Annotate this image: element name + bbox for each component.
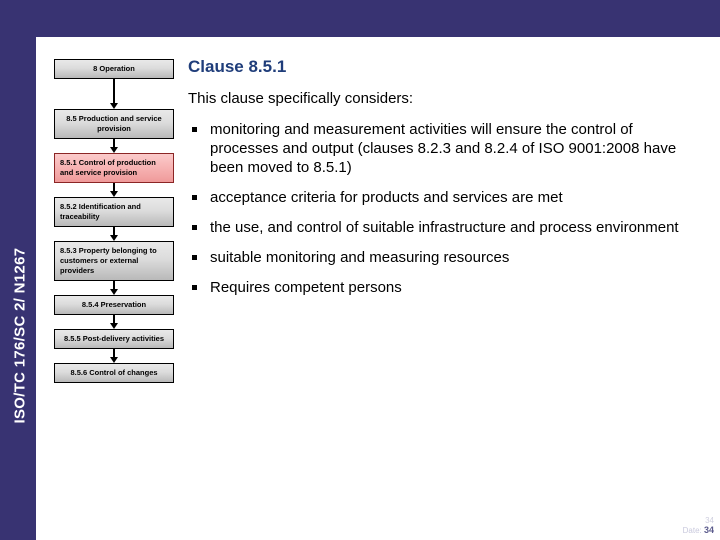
- flow-node-label: 8.5.1 Control of production and service …: [60, 158, 156, 177]
- list-item: the use, and control of suitable infrast…: [188, 218, 703, 237]
- slide-title: Clause 8.5.1: [188, 57, 287, 76]
- flow-node-8-5-1-control[interactable]: 8.5.1 Control of production and service …: [54, 153, 174, 183]
- list-item-text: the use, and control of suitable infrast…: [210, 219, 679, 236]
- list-item: acceptance criteria for products and ser…: [188, 188, 703, 207]
- flow-connector-arrow: [54, 349, 174, 363]
- slide-footer: 34 Date: 34: [683, 516, 714, 536]
- square-bullet-icon: [192, 255, 197, 260]
- flow-connector-arrow: [54, 79, 174, 109]
- flow-node-8-operation[interactable]: 8 Operation: [54, 59, 174, 79]
- flow-node-label: 8 Operation: [93, 64, 135, 73]
- footer-page-number: 34: [703, 525, 714, 535]
- list-item-text: acceptance criteria for products and ser…: [210, 189, 563, 206]
- list-item-text: Requires competent persons: [210, 279, 402, 296]
- flow-node-label: 8.5 Production and service provision: [66, 114, 162, 133]
- list-item: monitoring and measurement activities wi…: [188, 120, 703, 177]
- flow-node-8-5-5-post-delivery[interactable]: 8.5.5 Post-delivery activities: [54, 329, 174, 349]
- square-bullet-icon: [192, 285, 197, 290]
- list-item-text: suitable monitoring and measuring resour…: [210, 249, 510, 266]
- flow-node-8-5-4-preservation[interactable]: 8.5.4 Preservation: [54, 295, 174, 315]
- square-bullet-icon: [192, 127, 197, 132]
- square-bullet-icon: [192, 225, 197, 230]
- list-item-text: monitoring and measurement activities wi…: [210, 121, 677, 176]
- flow-node-label: 8.5.5 Post-delivery activities: [63, 334, 165, 343]
- flow-connector-arrow: [54, 139, 174, 153]
- flow-node-8-5-production[interactable]: 8.5 Production and service provision: [54, 109, 174, 139]
- flow-connector-arrow: [54, 227, 174, 241]
- side-band: ISO/TC 176/SC 2/ N1267: [0, 0, 36, 540]
- footer-page-number-faint: 34: [705, 516, 714, 525]
- footer-date-label: Date:: [682, 526, 702, 535]
- list-item: Requires competent persons: [188, 278, 703, 297]
- flow-node-label: 8.5.3 Property belonging to customers or…: [60, 246, 157, 275]
- flow-connector-arrow: [54, 183, 174, 197]
- flow-node-label: 8.5.2 Identification and traceability: [60, 202, 141, 221]
- footer-date-line: Date: 34: [683, 525, 714, 536]
- square-bullet-icon: [192, 195, 197, 200]
- slide-canvas: 8 Operation 8.5 Production and service p…: [36, 37, 720, 540]
- content-column: Clause 8.5.1 This clause specifically co…: [188, 57, 703, 308]
- slide-lead-text: This clause specifically considers:: [188, 90, 414, 107]
- flow-node-8-5-6-changes[interactable]: 8.5.6 Control of changes: [54, 363, 174, 383]
- flow-node-8-5-3-property[interactable]: 8.5.3 Property belonging to customers or…: [54, 241, 174, 281]
- bullet-list: monitoring and measurement activities wi…: [188, 120, 703, 297]
- flow-connector-arrow: [54, 315, 174, 329]
- process-flowchart: 8 Operation 8.5 Production and service p…: [54, 59, 174, 383]
- flow-connector-arrow: [54, 281, 174, 295]
- flow-node-label: 8.5.6 Control of changes: [70, 368, 158, 377]
- document-reference-label: ISO/TC 176/SC 2/ N1267: [11, 247, 29, 424]
- flow-node-label: 8.5.4 Preservation: [81, 300, 147, 309]
- list-item: suitable monitoring and measuring resour…: [188, 248, 703, 267]
- flow-node-8-5-2-identification[interactable]: 8.5.2 Identification and traceability: [54, 197, 174, 227]
